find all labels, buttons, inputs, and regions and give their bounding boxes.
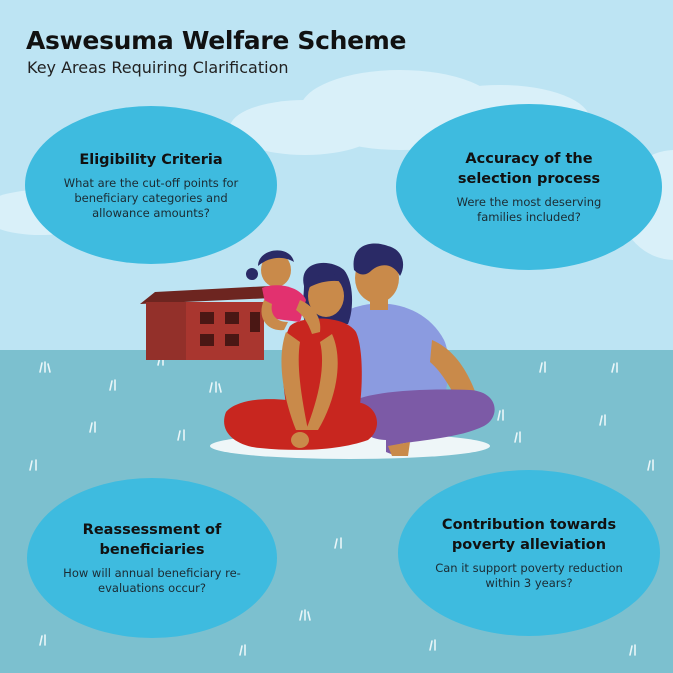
bubble-text: Were the most deserving families include…	[456, 195, 602, 224]
bubble-text: How will annual beneficiary re-evaluatio…	[63, 566, 241, 595]
bubble-reassessment: Reassessment of beneficiaries How will a…	[27, 478, 277, 638]
page-title: Aswesuma Welfare Scheme	[26, 26, 407, 55]
grass-tufts	[29, 355, 654, 656]
man	[321, 243, 495, 456]
bubble-title: Contribution towards poverty alleviation	[441, 517, 617, 553]
bubble-title: Accuracy of the selection process	[457, 151, 601, 187]
bubble-eligibility-criteria: Eligibility Criteria What are the cut-of…	[25, 106, 277, 264]
bubble-text: What are the cut-off points for benefici…	[63, 175, 239, 220]
woman	[224, 262, 378, 450]
page-subtitle: Key Areas Requiring Clarification	[27, 58, 289, 77]
child	[246, 250, 321, 334]
bubble-poverty-alleviation: Contribution towards poverty alleviation…	[398, 470, 660, 636]
bubble-text: Can it support poverty reduction within …	[435, 561, 623, 590]
bubble-selection-accuracy: Accuracy of the selection process Were t…	[396, 104, 662, 270]
house	[140, 286, 272, 360]
bubble-title: Eligibility Criteria	[79, 151, 223, 168]
bubble-title: Reassessment of beneficiaries	[82, 522, 222, 558]
